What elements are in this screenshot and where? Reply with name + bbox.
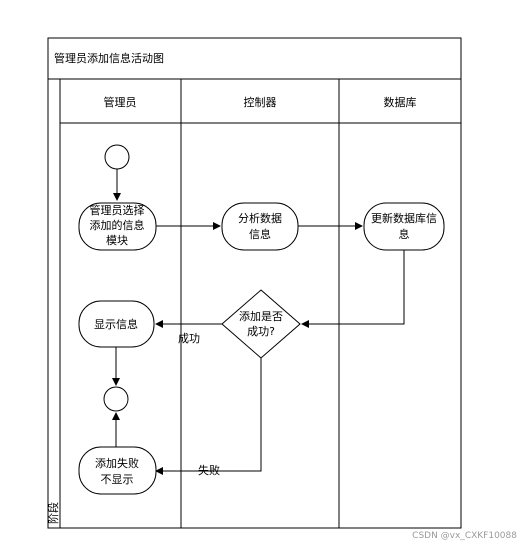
node-update-db-line2: 息: [399, 227, 410, 241]
merge-node: [103, 386, 129, 412]
edge-decision-to-fail: [155, 358, 262, 475]
edge-update-to-decision: [301, 250, 405, 328]
node-analyze-data: [221, 202, 299, 251]
stage-label: 阶段: [46, 502, 60, 524]
node-update-db: [363, 202, 445, 251]
node-fail-no-show-line2: 不显示: [101, 473, 134, 486]
edge-label-fail: 失败: [198, 463, 220, 477]
node-update-db-line1: 更新数据库信: [371, 211, 437, 225]
start-node: [104, 144, 130, 170]
node-decision-line1: 添加是否: [239, 309, 283, 323]
node-fail-no-show-line1: 添加失败: [95, 456, 139, 470]
node-decision-line2: 成功?: [247, 325, 275, 338]
node-decision: [221, 289, 301, 359]
diagram-frame: [47, 37, 462, 529]
node-select-module-line2: 添加的信息: [90, 218, 145, 232]
node-show-info-label: 显示信息: [94, 317, 138, 331]
edge-label-success: 成功: [178, 332, 200, 345]
lane-header-controller: 控制器: [244, 95, 277, 109]
node-analyze-data-line2: 信息: [249, 227, 271, 241]
lane-header-admin: 管理员: [104, 95, 137, 109]
diagram-title: 管理员添加信息活动图: [54, 51, 164, 65]
node-analyze-data-line1: 分析数据: [238, 211, 282, 225]
node-select-module-line1: 管理员选择: [90, 203, 145, 217]
node-select-module-line3: 模块: [106, 234, 128, 247]
watermark: CSDN @vx_CXKF10088: [412, 531, 517, 541]
lane-header-database: 数据库: [384, 95, 417, 109]
node-fail-no-show: [78, 446, 157, 495]
